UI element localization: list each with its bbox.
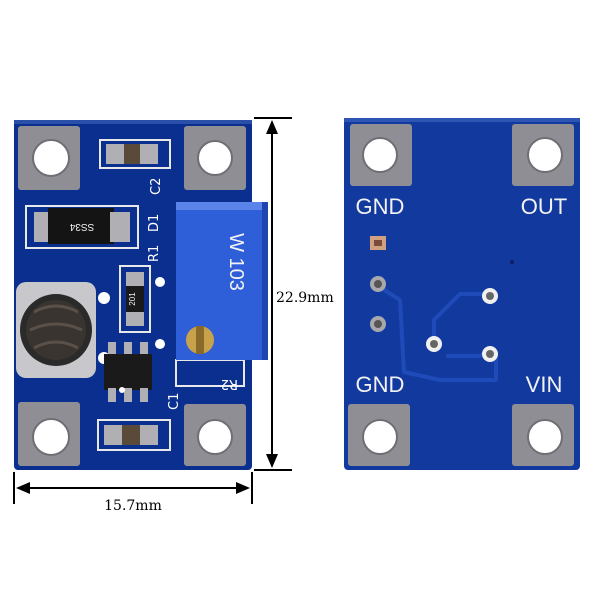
via: [155, 277, 165, 287]
width-label: 15.7mm: [104, 498, 162, 514]
diode-d1: SS34: [25, 205, 139, 249]
dimension-height: 22.9mm: [254, 117, 334, 471]
front-pad-bottom-right: [184, 404, 246, 466]
label-r1: R1: [147, 245, 162, 262]
label-c1: C1: [167, 393, 182, 410]
label-gnd-bottom: GND: [356, 372, 405, 397]
dimension-width: 15.7mm: [13, 472, 253, 514]
back-vias: [370, 276, 498, 362]
label-c2: C2: [149, 178, 164, 195]
back-pad-gnd-top: [350, 124, 412, 186]
label-vin: VIN: [526, 372, 563, 397]
resistor-marking: 201: [128, 292, 137, 306]
via: [98, 292, 110, 304]
front-pad-top-left: [18, 126, 80, 190]
inductor: [16, 282, 96, 378]
back-pad-vin: [512, 404, 574, 466]
back-pad-out: [512, 124, 574, 186]
capacitor-c2: [99, 139, 171, 169]
front-pad-top-right: [184, 126, 246, 190]
via: [155, 339, 165, 349]
front-pad-bottom-left: [18, 402, 80, 466]
height-label: 22.9mm: [276, 290, 334, 306]
label-r2: R2: [221, 376, 238, 391]
potentiometer-marking: W 103: [225, 233, 247, 291]
ic-chip: [104, 342, 152, 402]
potentiometer: W 103: [175, 202, 268, 387]
capacitor-c1: [97, 419, 171, 451]
label-gnd-top: GND: [356, 194, 405, 219]
back-board: GND OUT GND VIN: [344, 118, 580, 470]
back-pad-gnd-bottom: [348, 404, 410, 466]
label-out: OUT: [521, 194, 567, 219]
label-d1: D1: [147, 214, 162, 232]
resistor-r1: 201: [119, 265, 151, 333]
diode-marking: SS34: [69, 221, 94, 232]
front-board: C2 SS34 D1 R1 201: [14, 120, 268, 470]
